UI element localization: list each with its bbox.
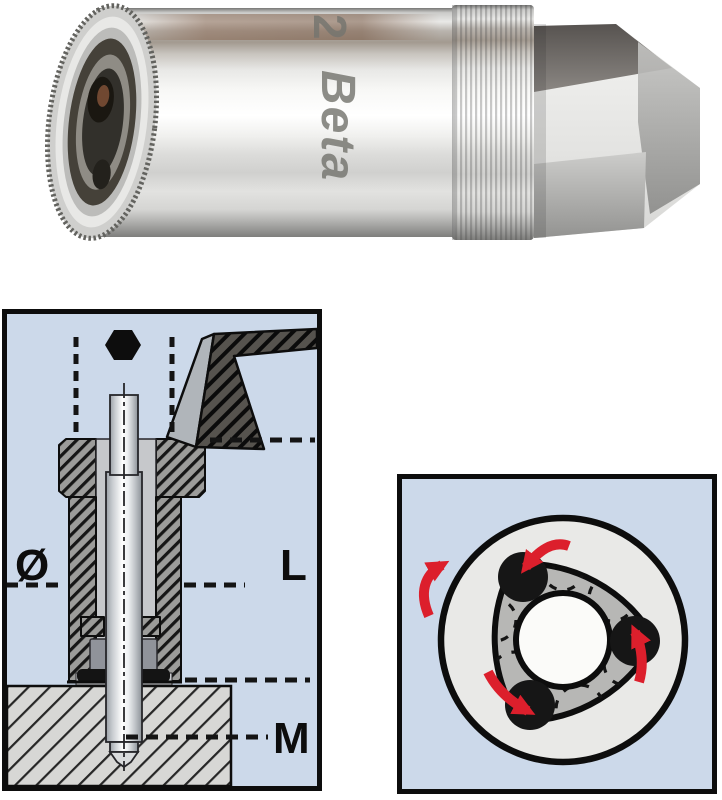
hex-marker-icon (105, 330, 141, 360)
dimension-lines (6, 337, 315, 740)
extractor-face (44, 3, 160, 241)
rotation-arrow-outer (418, 560, 450, 618)
roller-mechanism-canvas (397, 474, 717, 794)
center-hole (513, 590, 613, 690)
roller-section-right (140, 638, 158, 672)
brand-engraving: 2 Beta (304, 14, 364, 182)
hex-drive-end (534, 24, 700, 238)
product-photo-canvas: 2 Beta (44, 3, 700, 241)
rotation-arrow-right-roller (630, 624, 651, 684)
roller-section-left (89, 638, 108, 672)
engraved-brand: Beta (311, 70, 364, 182)
label-thread: M (273, 714, 310, 763)
roller-mechanism-diagram (397, 474, 717, 799)
rotation-arrow-top-roller (520, 539, 571, 574)
cross-section-canvas: Ø L M (2, 309, 322, 791)
stud-extractor-tool: 2 Beta (44, 3, 700, 241)
label-length: L (280, 541, 307, 590)
knurl-ring (452, 5, 534, 240)
roller-top (498, 552, 548, 602)
stud (105, 383, 143, 771)
product-photo: 2 Beta (0, 0, 722, 305)
rotation-arrow-bottom-roller (483, 669, 536, 716)
barrel-reflection (128, 14, 440, 40)
label-diameter: Ø (15, 541, 49, 590)
engraved-model-digit: 2 (304, 14, 356, 40)
rotation-arrows (418, 539, 651, 716)
retaining-nut-left (80, 616, 105, 637)
cross-section-diagram: Ø L M (2, 309, 322, 796)
